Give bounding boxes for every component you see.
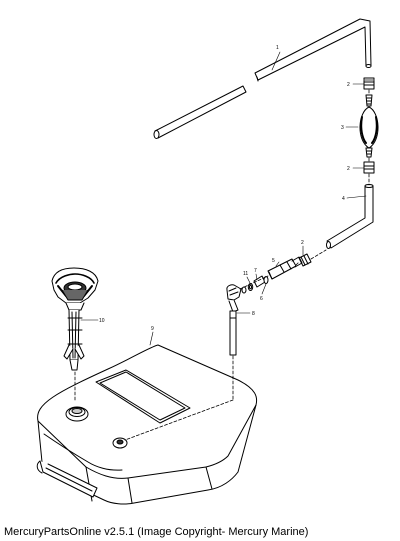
fuel-gauge-pickup-assembly (51, 267, 99, 371)
fuel-tank (36, 344, 258, 505)
hose-clamp-top (363, 77, 375, 90)
callout-leaders (80, 51, 367, 346)
callout-4: 4 (342, 196, 345, 202)
fuel-line-hose-lower (326, 184, 374, 249)
callout-5: 5 (272, 258, 275, 264)
callout-6: 6 (260, 296, 263, 302)
assembly-guide-lines (74, 89, 370, 441)
callout-8: 8 (252, 311, 255, 317)
callout-3: 3 (341, 125, 344, 131)
callout-9: 9 (151, 326, 154, 332)
callout-2-lower: 2 (301, 240, 304, 246)
fitting-small-parts (241, 275, 269, 294)
fuel-line-hose (153, 18, 372, 139)
primer-bulb (359, 94, 379, 158)
callout-1: 1 (276, 45, 279, 51)
fuel-connector-fitting (267, 256, 303, 280)
callout-7: 7 (254, 268, 257, 274)
exploded-parts-diagram: 1 2 3 2 4 2 5 7 11 6 8 9 10 (36, 18, 379, 505)
callout-labels: 1 2 3 2 4 2 5 7 11 6 8 9 10 (99, 45, 350, 332)
callout-2-middle: 2 (347, 166, 350, 172)
elbow-fitting-pickup-tube (226, 284, 242, 356)
callout-2-top: 2 (347, 82, 350, 88)
callout-11: 11 (243, 271, 248, 277)
callout-10: 10 (99, 318, 105, 324)
copyright-footer: MercuryPartsOnline v2.5.1 (Image Copyrig… (4, 526, 309, 538)
hose-clamp-middle (363, 161, 375, 174)
